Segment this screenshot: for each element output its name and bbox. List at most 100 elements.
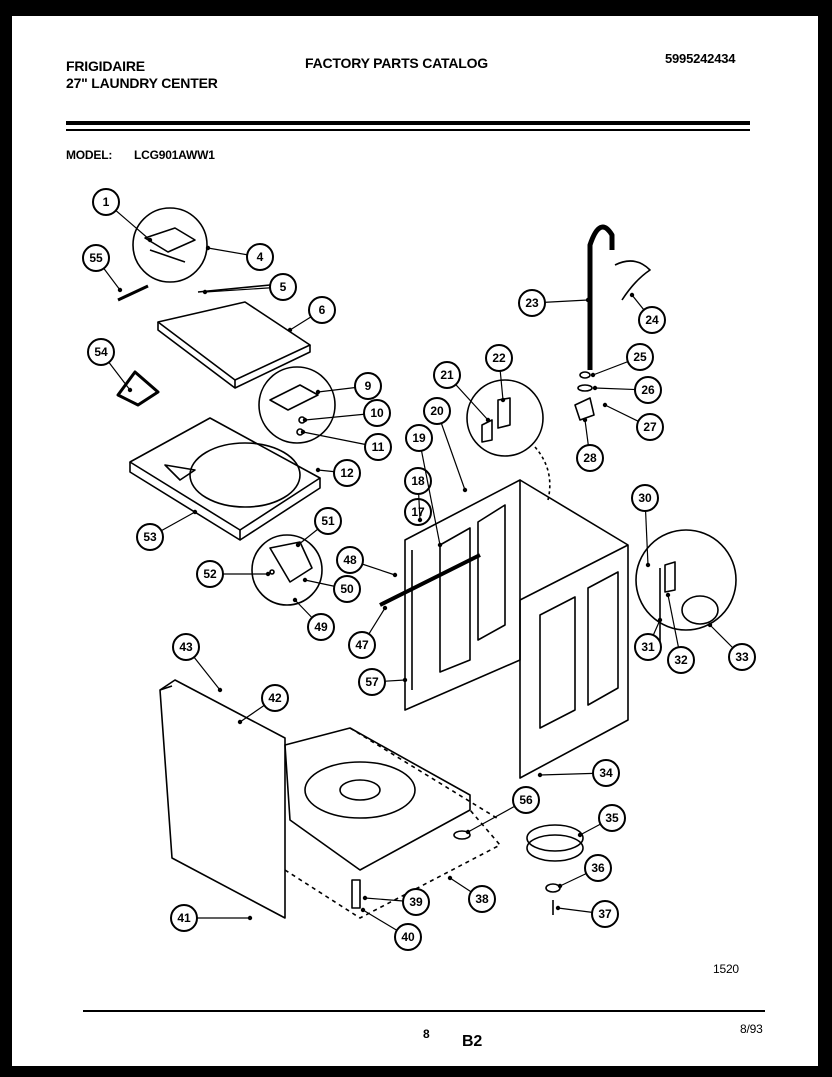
- callout-bubble: [87, 338, 115, 366]
- callout-12: 12: [315, 459, 361, 487]
- leader-point: [462, 487, 468, 493]
- callout-38: 38: [447, 875, 496, 913]
- callout-number: 38: [475, 892, 489, 906]
- callout-36: 36: [557, 854, 612, 889]
- callout-25: 25: [590, 343, 654, 378]
- leader-point: [392, 572, 398, 578]
- leader-point: [202, 289, 208, 295]
- callout-number: 53: [143, 530, 157, 544]
- callout-56: 56: [465, 786, 540, 835]
- leader-point: [302, 417, 308, 423]
- catalog-number: 5995242434: [665, 51, 736, 66]
- leader-point: [302, 577, 308, 583]
- callout-number: 5: [280, 280, 287, 294]
- callout-41: 41: [170, 904, 253, 932]
- callout-26: 26: [592, 376, 662, 404]
- callout-bubble: [196, 560, 224, 588]
- rod-part: [379, 553, 481, 607]
- callout-52: 52: [196, 560, 271, 588]
- leader-line: [418, 437, 441, 546]
- scan-edge-left: [0, 0, 12, 1077]
- figure-code: 1520: [713, 962, 739, 976]
- callout-39: 39: [362, 888, 430, 916]
- callout-bubble: [364, 433, 392, 461]
- leader-point: [602, 402, 608, 408]
- callout-53: 53: [136, 509, 198, 551]
- callout-22: 22: [485, 344, 513, 403]
- callout-34: 34: [537, 759, 620, 787]
- leader-point: [447, 875, 453, 881]
- callout-bubble: [363, 399, 391, 427]
- callout-bubble: [423, 397, 451, 425]
- callout-bubble: [667, 646, 695, 674]
- callout-bubble: [512, 786, 540, 814]
- callout-number: 19: [412, 431, 426, 445]
- callout-number: 12: [340, 466, 354, 480]
- callout-43: 43: [172, 633, 223, 693]
- leader-point: [555, 905, 561, 911]
- callout-number: 40: [401, 930, 415, 944]
- callout-bubble: [170, 904, 198, 932]
- callout-bubble: [333, 459, 361, 487]
- callout-23: 23: [518, 289, 591, 317]
- callout-bubble: [246, 243, 274, 271]
- callout-bubble: [468, 885, 496, 913]
- leader-point: [629, 292, 635, 298]
- callout-number: 25: [633, 350, 647, 364]
- callout-number: 56: [519, 793, 533, 807]
- callout-bubble: [358, 668, 386, 696]
- leader-point: [707, 622, 713, 628]
- callout-number: 26: [641, 383, 655, 397]
- callout-number: 1: [103, 195, 110, 209]
- callout-11: 11: [300, 429, 392, 461]
- leader-point: [237, 719, 243, 725]
- callout-35: 35: [577, 804, 626, 838]
- callout-number: 10: [370, 406, 384, 420]
- leader-point: [127, 387, 133, 393]
- callout-19: 19: [405, 424, 443, 548]
- callout-21: 21: [433, 361, 491, 423]
- detail-circle-motor: [635, 529, 737, 631]
- callout-number: 18: [411, 474, 425, 488]
- callout-10: 10: [302, 399, 391, 427]
- callout-24: 24: [629, 292, 666, 334]
- callout-number: 52: [203, 567, 217, 581]
- callout-5: 5: [202, 273, 297, 301]
- callout-number: 24: [645, 313, 659, 327]
- callout-bubble: [405, 424, 433, 452]
- callout-bubble: [354, 372, 382, 400]
- top-panel: [129, 417, 321, 531]
- callout-number: 11: [372, 440, 385, 454]
- leader-point: [287, 327, 293, 333]
- callout-42: 42: [237, 684, 289, 725]
- cabinet-side-right: [519, 479, 629, 779]
- callout-bubble: [333, 575, 361, 603]
- detail-circle-switch: [251, 534, 323, 606]
- callout-28: 28: [576, 417, 604, 472]
- callout-bubble: [598, 804, 626, 832]
- callout-50: 50: [302, 575, 361, 603]
- callout-number: 43: [179, 640, 193, 654]
- catalog-title: FACTORY PARTS CATALOG: [305, 55, 488, 71]
- callout-27: 27: [602, 402, 664, 441]
- callout-bubble: [269, 273, 297, 301]
- callout-4: 4: [205, 243, 274, 271]
- callout-bubble: [433, 361, 461, 389]
- leader-point: [192, 509, 198, 515]
- leader-point: [485, 417, 491, 423]
- callout-55: 55: [82, 244, 123, 293]
- leader-point: [585, 297, 591, 303]
- leader-point: [265, 571, 271, 577]
- page-number: 8: [423, 1027, 430, 1041]
- header-rule-thick: [66, 121, 750, 125]
- callout-number: 33: [735, 650, 749, 664]
- scan-edge-top: [0, 0, 832, 16]
- callout-bubble: [307, 613, 335, 641]
- callout-bubble: [172, 633, 200, 661]
- callout-number: 57: [365, 675, 379, 689]
- callout-54: 54: [87, 338, 133, 393]
- callout-number: 34: [599, 766, 613, 780]
- callout-bubble: [591, 900, 619, 928]
- callout-bubble: [261, 684, 289, 712]
